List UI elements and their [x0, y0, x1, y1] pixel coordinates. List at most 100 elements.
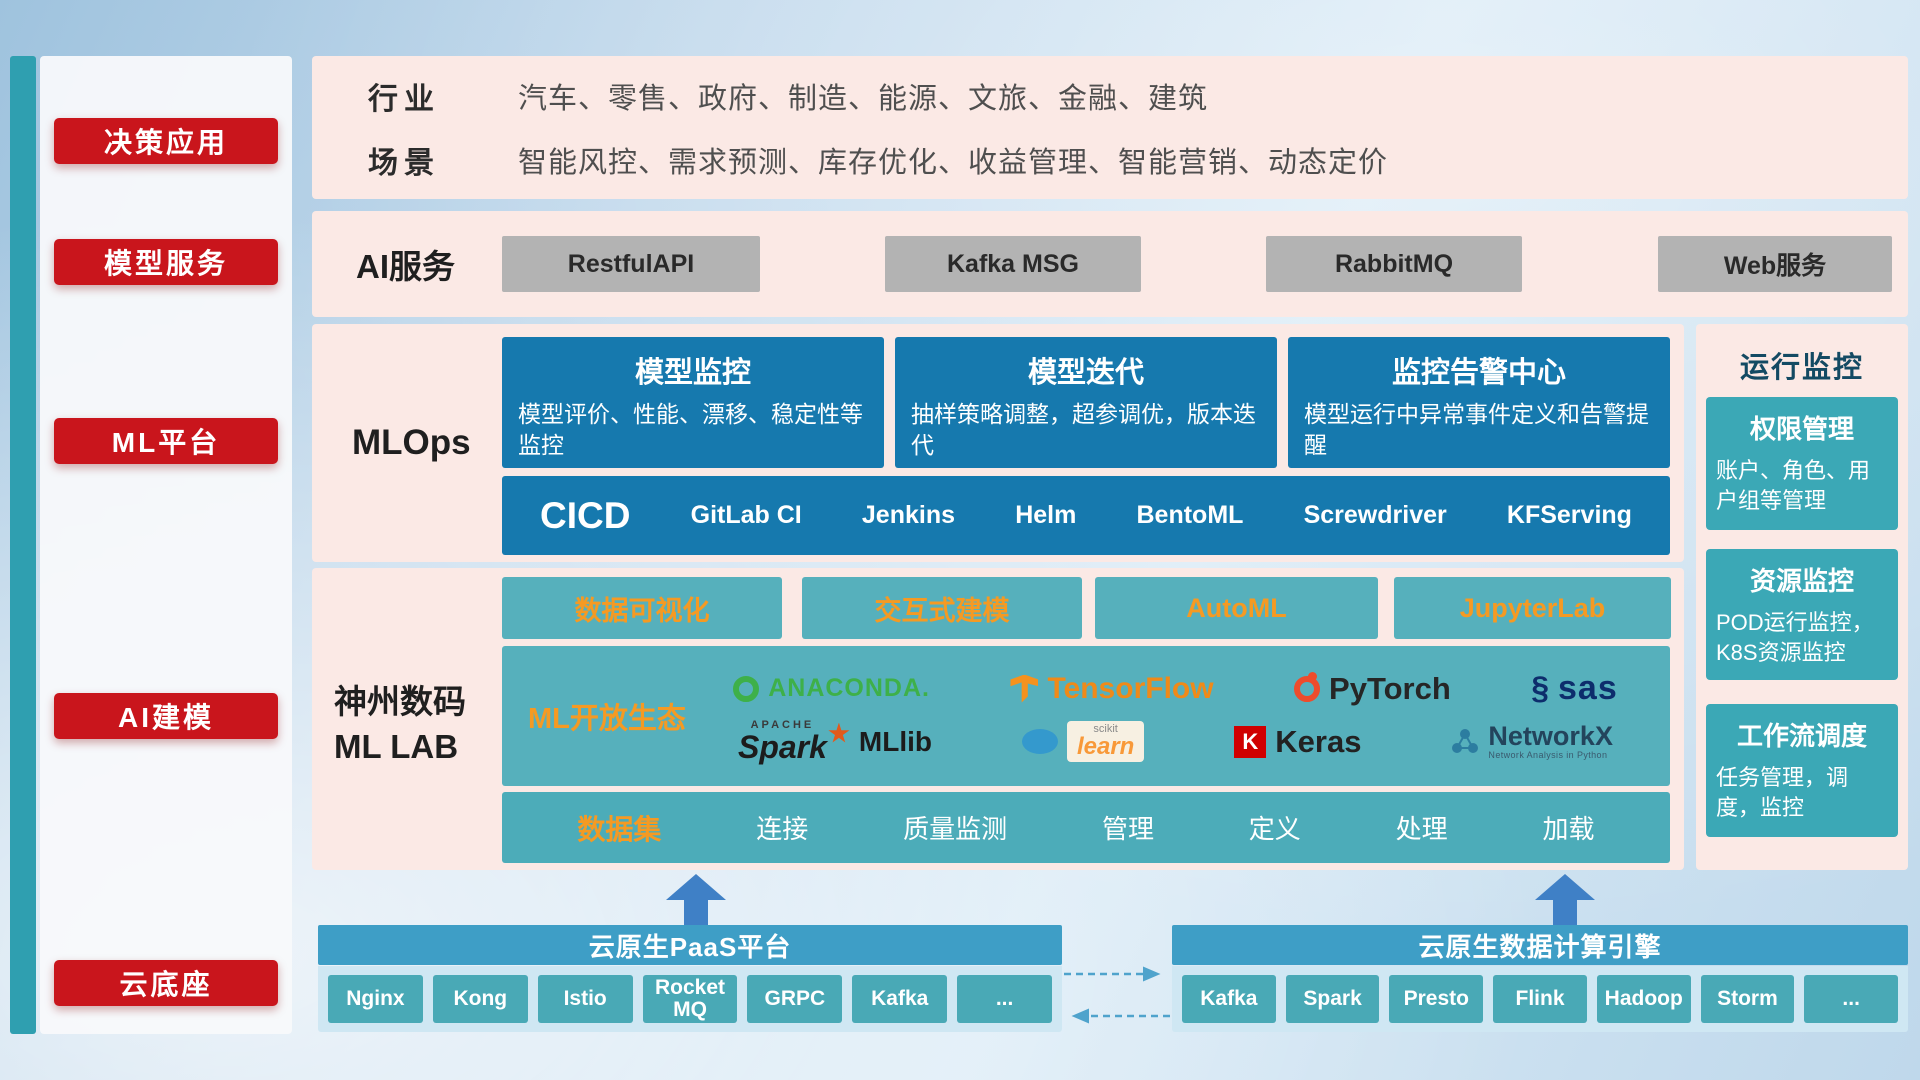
anaconda-wordmark: ANACONDA. [768, 674, 930, 702]
tab-jupyterlab[interactable]: JupyterLab [1394, 577, 1671, 639]
sas-wordmark: sas [1558, 669, 1618, 707]
tab-data-visualization[interactable]: 数据可视化 [502, 577, 782, 639]
cloud-engine-group: 云原生数据计算引擎 Kafka Spark Presto Flink Hadoo… [1172, 925, 1908, 1032]
sidebar-item-ml-platform[interactable]: ML平台 [54, 418, 278, 464]
networkx-wordmark: NetworkX Network Analysis in Python [1488, 720, 1613, 761]
ml-ecosystem-box: ML开放生态 ANACONDA. TensorFlow PyTorch [502, 646, 1670, 786]
sidebar-item-ai-modeling[interactable]: AI建模 [54, 693, 278, 739]
keras-icon: K [1234, 725, 1267, 758]
ml-lab-label-line1: 神州数码 [334, 683, 466, 720]
chip-kong[interactable]: Kong [432, 975, 528, 1023]
rabbitmq-button[interactable]: RabbitMQ [1266, 236, 1522, 292]
card-title: 资源监控 [1749, 566, 1854, 596]
dataset-item-process: 处理 [1395, 814, 1448, 844]
ml-lab-label-line2: ML LAB [334, 727, 459, 765]
mlops-cards: 模型监控 模型评价、性能、漂移、稳定性等监控 模型迭代 抽样策略调整，超参调优，… [502, 337, 1670, 468]
scikit-learn-wordmark: scikit learn [1066, 721, 1145, 762]
sas-logo: § sas [1531, 669, 1618, 708]
ml-lab-panel: 神州数码 ML LAB 数据可视化 交互式建模 AutoML JupyterLa… [312, 568, 1684, 870]
mlops-label: MLOps [352, 423, 471, 462]
chip-kafka[interactable]: Kafka [852, 975, 948, 1023]
chip-more-engine[interactable]: ... [1804, 975, 1899, 1023]
web-service-button[interactable]: Web服务 [1658, 236, 1892, 292]
jenkins-label: Jenkins [861, 501, 956, 529]
chip-more-paas[interactable]: ... [957, 975, 1053, 1023]
bentoml-label: BentoML [1136, 501, 1244, 529]
dataset-item-manage: 管理 [1101, 814, 1154, 844]
chip-grpc[interactable]: GRPC [747, 975, 843, 1023]
chip-rocketmq[interactable]: RocketMQ [642, 975, 738, 1023]
logo-row-2: APACHE Spark MLlib scikit learn [693, 719, 1658, 765]
tensorflow-logo: TensorFlow [1010, 671, 1214, 706]
chip-flink[interactable]: Flink [1493, 975, 1587, 1023]
runtime-monitor-title: 运行监控 [1739, 352, 1864, 384]
dataset-item-quality: 质量监测 [903, 814, 1008, 844]
card-desc: 账户、角色、用户组等管理 [1716, 458, 1871, 513]
chip-kafka-engine[interactable]: Kafka [1182, 975, 1276, 1023]
keras-wordmark: Keras [1275, 723, 1362, 759]
helm-label: Helm [1015, 501, 1077, 529]
cicd-label: CICD [540, 494, 631, 536]
kfserving-label: KFServing [1506, 501, 1632, 529]
pytorch-logo: PyTorch [1294, 671, 1451, 707]
card-title: 工作流调度 [1736, 721, 1867, 751]
scenario-row: 场景 智能风控、需求预测、库存优化、收益管理、智能营销、动态定价 [368, 138, 1908, 182]
industry-scenario-panel: 行业 汽车、零售、政府、制造、能源、文旅、金融、建筑 场景 智能风控、需求预测、… [312, 56, 1908, 199]
tab-interactive-modeling[interactable]: 交互式建模 [802, 577, 1082, 639]
dataset-label: 数据集 [577, 813, 662, 845]
cloud-engine-band: Kafka Spark Presto Flink Hadoop Storm ..… [1172, 966, 1908, 1032]
card-title: 模型监控 [634, 357, 751, 389]
card-desc: 抽样策略调整，超参调优，版本迭代 [911, 401, 1256, 459]
resource-monitor-card: 资源监控 POD运行监控，K8S资源监控 [1706, 549, 1898, 680]
scikit-learn-logo: scikit learn [1021, 721, 1145, 762]
card-desc: 任务管理，调度，监控 [1716, 765, 1849, 820]
alert-center-card: 监控告警中心 模型运行中异常事件定义和告警提醒 [1288, 337, 1670, 468]
card-title: 监控告警中心 [1391, 357, 1566, 389]
pytorch-icon [1294, 671, 1321, 702]
tensorflow-wordmark: TensorFlow [1047, 671, 1214, 705]
sas-icon: § [1531, 670, 1550, 706]
chip-istio[interactable]: Istio [537, 975, 633, 1023]
runtime-monitor-panel: 运行监控 权限管理 账户、角色、用户组等管理 资源监控 POD运行监控，K8S资… [1696, 324, 1908, 870]
spark-mllib-logo: APACHE Spark MLlib [737, 719, 932, 765]
industry-row: 行业 汽车、零售、政府、制造、能源、文旅、金融、建筑 [368, 74, 1908, 118]
kafka-msg-button[interactable]: Kafka MSG [885, 236, 1141, 292]
gitlab-ci-label: GitLab CI [690, 501, 802, 529]
card-title: 权限管理 [1749, 414, 1854, 444]
anaconda-logo: ANACONDA. [733, 674, 930, 703]
spark-wordmark: APACHE Spark [737, 719, 827, 765]
layer-sidebar: 决策应用 模型服务 ML平台 AI建模 云底座 [40, 56, 292, 1034]
chip-spark[interactable]: Spark [1285, 975, 1380, 1023]
up-arrow-paas [666, 874, 726, 926]
mllib-wordmark: MLlib [858, 725, 932, 757]
industry-list: 汽车、零售、政府、制造、能源、文旅、金融、建筑 [518, 82, 1209, 115]
workflow-scheduling-card: 工作流调度 任务管理，调度，监控 [1706, 704, 1898, 837]
chip-nginx[interactable]: Nginx [328, 975, 423, 1023]
tab-automl[interactable]: AutoML [1095, 577, 1378, 639]
left-accent-strip [10, 56, 36, 1034]
spark-star-icon [828, 722, 850, 743]
chip-presto[interactable]: Presto [1389, 975, 1484, 1023]
chip-hadoop[interactable]: Hadoop [1596, 975, 1691, 1023]
mlops-panel: MLOps 模型监控 模型评价、性能、漂移、稳定性等监控 模型迭代 抽样策略调整… [312, 324, 1684, 562]
sidebar-item-cloud-base[interactable]: 云底座 [54, 960, 278, 1006]
chip-storm[interactable]: Storm [1700, 975, 1795, 1023]
model-iteration-card: 模型迭代 抽样策略调整，超参调优，版本迭代 [895, 337, 1277, 468]
card-desc: 模型评价、性能、漂移、稳定性等监控 [518, 401, 863, 459]
ai-service-panel: AI服务 RestfulAPI Kafka MSG RabbitMQ Web服务 [312, 211, 1908, 317]
cloud-paas-title: 云原生PaaS平台 [318, 925, 1062, 965]
ml-lab-label: 神州数码 ML LAB [334, 680, 494, 769]
dataset-item-load: 加载 [1542, 814, 1595, 844]
ecosystem-logos: ANACONDA. TensorFlow PyTorch § sas [693, 646, 1658, 786]
up-arrow-engine [1535, 874, 1595, 926]
keras-logo: K Keras [1234, 724, 1361, 760]
data-flow-arrows [1064, 966, 1170, 1024]
sidebar-item-decision-app[interactable]: 决策应用 [54, 118, 278, 164]
cloud-paas-band: Nginx Kong Istio RocketMQ GRPC Kafka ... [318, 966, 1062, 1032]
sidebar-item-model-service[interactable]: 模型服务 [54, 239, 278, 285]
restfulapi-button[interactable]: RestfulAPI [502, 236, 760, 292]
card-desc: 模型运行中异常事件定义和告警提醒 [1304, 401, 1649, 459]
dataset-bar: 数据集 连接 质量监测 管理 定义 处理 加载 [502, 792, 1670, 863]
cloud-engine-title: 云原生数据计算引擎 [1172, 925, 1908, 965]
logo-row-1: ANACONDA. TensorFlow PyTorch § sas [693, 669, 1658, 708]
